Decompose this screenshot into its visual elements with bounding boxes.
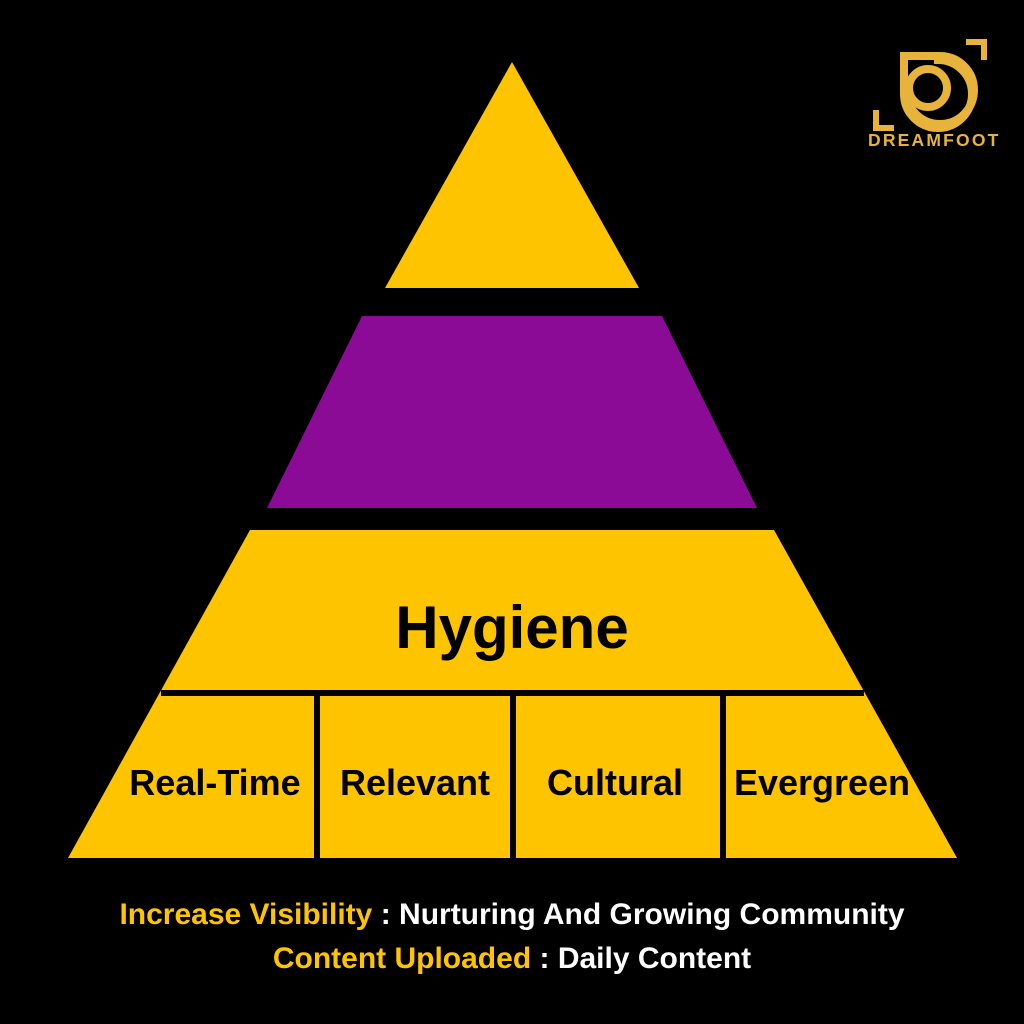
caption-line-1: Increase Visibility : Nurturing And Grow…: [0, 893, 1024, 937]
caption-1-key: Increase Visibility: [119, 898, 373, 931]
brand-name: DREAMFOOT: [868, 130, 1001, 150]
segment-label-cultural: Cultural: [547, 762, 683, 803]
caption-2-value: Daily Content: [557, 942, 752, 975]
caption-1-separator: :: [372, 898, 400, 931]
pyramid-diagram: Hygiene Real-Time Relevant Cultural Ever…: [68, 62, 957, 858]
caption-block: Increase Visibility : Nurturing And Grow…: [0, 893, 1024, 981]
tier-base-title: Hygiene: [395, 594, 628, 661]
brand-logo: DREAMFOOT: [862, 18, 1002, 158]
dreamfoot-spiral-logo-icon: [873, 39, 987, 132]
caption-2-key: Content Uploaded: [272, 942, 532, 975]
pyramid-tier-top[interactable]: [385, 62, 639, 288]
segment-label-relevant: Relevant: [340, 762, 490, 803]
segment-label-real-time: Real-Time: [129, 762, 300, 803]
caption-line-2: Content Uploaded : Daily Content: [0, 937, 1024, 981]
segment-label-evergreen: Evergreen: [734, 762, 910, 803]
pyramid-tier-middle[interactable]: [267, 316, 757, 508]
caption-1-value: Nurturing And Growing Community: [399, 898, 905, 931]
caption-2-separator: :: [531, 942, 558, 975]
